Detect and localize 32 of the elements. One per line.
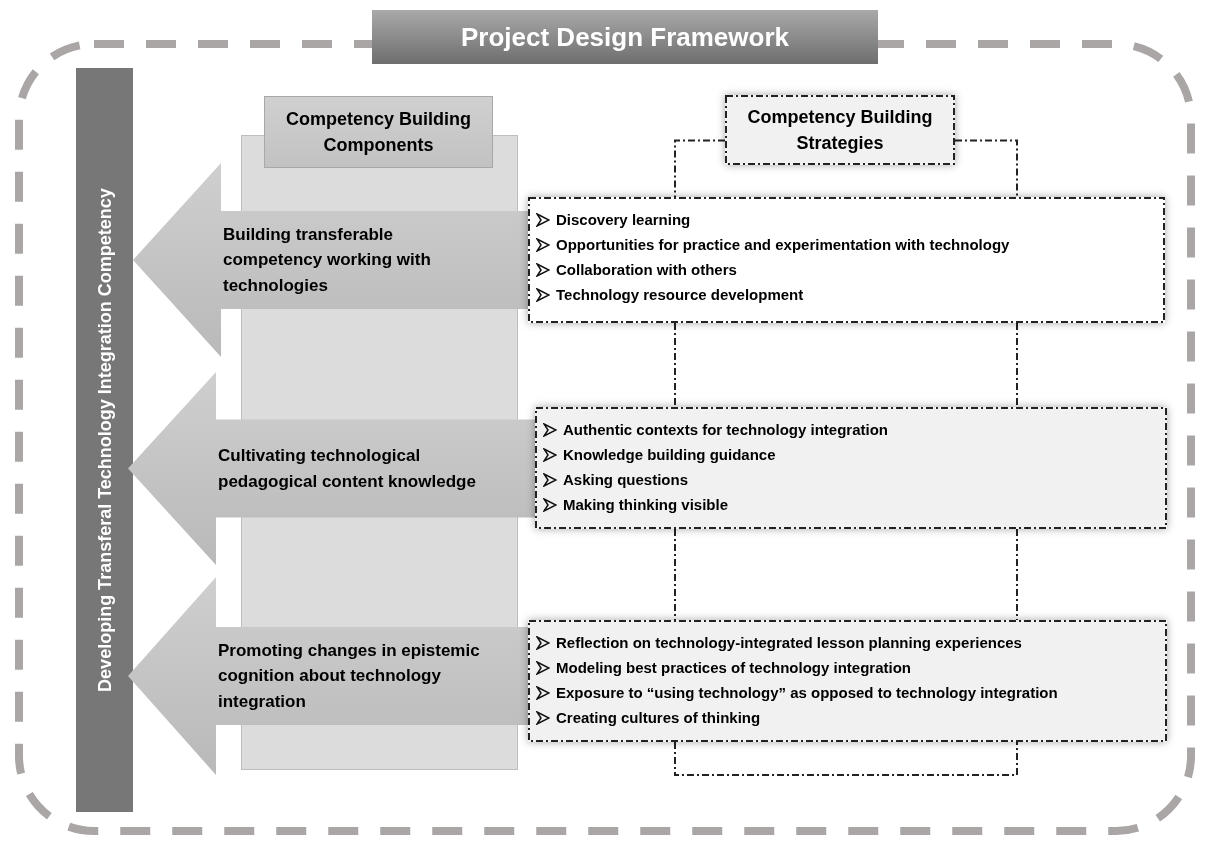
bar-label: Developing Transferal Technology Integration Competency (94, 187, 115, 694)
connector-line (674, 322, 676, 408)
bullet-text: Opportunities for practice and experimentation with technology (556, 236, 1010, 253)
bullet-text: Asking questions (563, 471, 689, 488)
bullet-text: Creating cultures of thinking (556, 709, 761, 726)
bullet-text: Authentic contexts for technology integration (563, 421, 888, 438)
connector-line (1016, 322, 1018, 408)
connector-line (674, 139, 726, 198)
bullet-text: Reflection on technology-integrated lesson planning experiences (556, 634, 1022, 651)
heading-box: Competency Building Strategies (725, 95, 955, 165)
bullet-text: Making thinking visible (563, 496, 729, 513)
arrow-shape (128, 577, 528, 775)
bullet-text: Exposure to “using technology” as opposed to technology integration (556, 684, 1058, 701)
connector-line (1016, 528, 1018, 621)
strategy-box (535, 407, 1167, 529)
bullet-text: Technology resource development (556, 286, 804, 303)
bullet-text: Modeling best practices of technology integration (556, 659, 912, 676)
connector-line (954, 139, 1018, 198)
arrow-label: Building transferable competency working with technologies (223, 223, 432, 297)
arrow-shape (128, 372, 535, 565)
strategy-box (528, 620, 1167, 742)
heading-box: Competency Building Components (264, 96, 493, 168)
connector-line (674, 528, 676, 621)
arrow-label: Promoting changes in epistemic cognition about technology integration (218, 639, 481, 713)
vertical-bar (76, 68, 133, 812)
bullet-text: Knowledge building guidance (563, 446, 776, 463)
strategy-box (528, 197, 1165, 323)
arrow-label: Cultivating technological pedagogical content knowledge (218, 445, 477, 493)
bullet-text: Discovery learning (556, 211, 691, 228)
arrow-shape (133, 163, 528, 357)
title-banner: Project Design Framework (372, 10, 878, 64)
bullet-text: Collaboration with others (556, 261, 737, 278)
